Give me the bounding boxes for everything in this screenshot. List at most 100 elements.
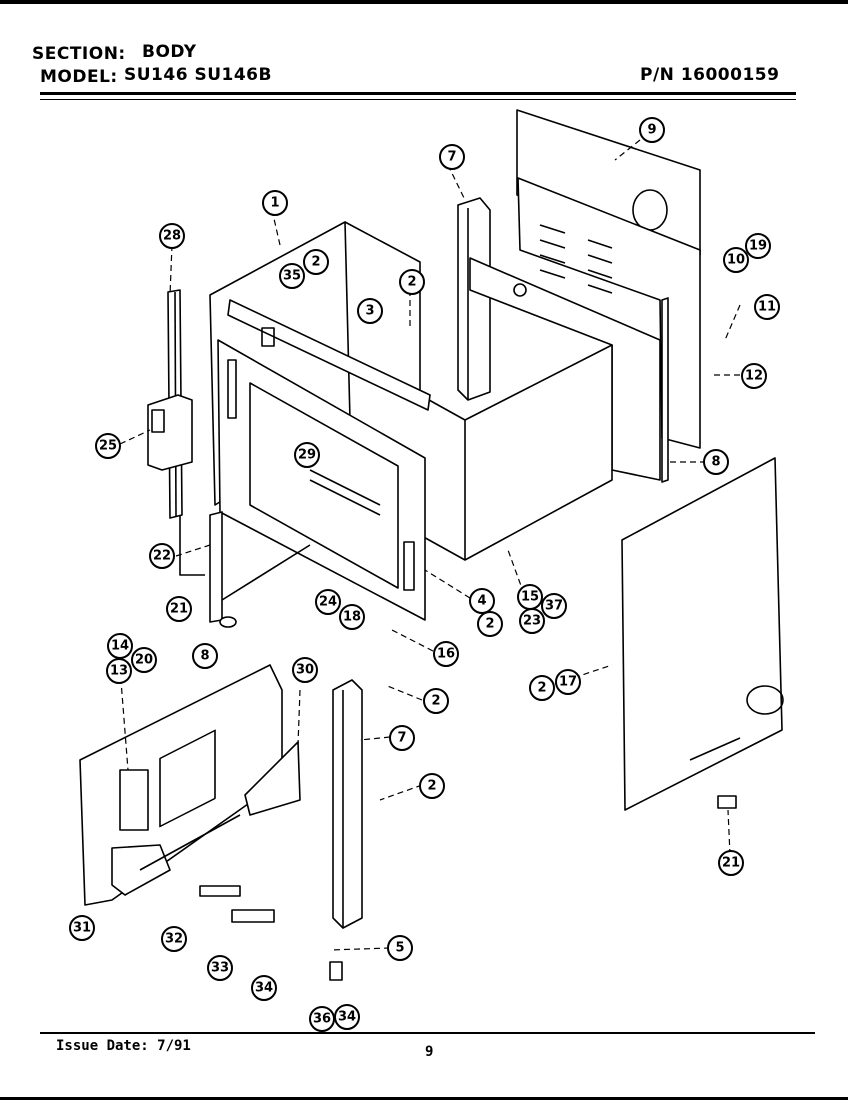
callout-circle [477,611,503,637]
callout-label: 31 [73,921,91,936]
callout-label: 37 [545,599,563,614]
callout-circle [357,298,383,324]
callout-circle [387,935,413,961]
page-number: 9 [425,1044,434,1060]
callout-label: 7 [397,731,406,746]
callout-label: 24 [319,595,337,610]
bracket-30 [244,741,301,816]
callout-circle [131,647,157,673]
trim-32 [199,885,241,897]
callout-label: 25 [99,439,117,454]
callout-circle [294,442,320,468]
model-label: MODEL: [40,67,118,87]
callout-circle [469,588,495,614]
callout-label: 2 [485,617,494,632]
header-rule-thick [40,92,796,95]
right-side-panel [621,457,784,811]
callout-label: 16 [437,647,455,662]
callout-label: 23 [523,614,541,629]
callout-label: 19 [749,239,767,254]
callout-label: 3 [365,304,374,319]
callout-circle [69,915,95,941]
callout-label: 34 [338,1010,356,1025]
callout-circle [741,363,767,389]
callout-label: 14 [111,639,129,654]
callout-label: 10 [727,253,745,268]
callout-label: 2 [311,255,320,270]
callout-label: 22 [153,549,171,564]
callout-circle [251,975,277,1001]
callout-circle [639,117,665,143]
callout-circle [399,269,425,295]
callout-label: 15 [521,590,539,605]
callout-circle [754,294,780,320]
callout-circle [389,725,415,751]
callout-circle [106,658,132,684]
top-border [0,0,848,4]
callout-label: 29 [298,448,316,463]
callout-label: 1 [270,196,279,211]
rear-side-panel [661,297,669,483]
callout-circle [149,543,175,569]
callout-circle [745,233,771,259]
callout-label: 2 [427,779,436,794]
callout-label: 13 [110,664,128,679]
callout-circle [279,263,305,289]
control-bracket [227,299,431,411]
callout-label: 17 [559,675,577,690]
callout-label: 35 [283,269,301,284]
callout-label: 30 [296,663,314,678]
rear-corner-post [457,197,491,401]
callout-circle [166,596,192,622]
callout-circle [718,850,744,876]
callout-circle [541,593,567,619]
issue-date: Issue Date: 7/91 [56,1038,191,1054]
callout-circle [519,608,545,634]
callout-label: 2 [407,275,416,290]
callout-circle [303,249,329,275]
left-side-panel [79,664,283,906]
callout-label: 20 [135,653,153,668]
callout-label: 12 [745,369,763,384]
callout-circle [95,433,121,459]
callout-circle [419,773,445,799]
callout-label: 32 [165,932,183,947]
part-number: P/N 16000159 [640,65,780,85]
callout-circle [423,688,449,714]
callout-label: 5 [395,941,404,956]
callout-label: 34 [255,981,273,996]
callout-circle [703,449,729,475]
callout-label: 4 [477,594,486,609]
callout-circle [723,247,749,273]
callout-label: 36 [313,1012,331,1027]
callout-group: 9 7 1 28 10 19 2 35 2 3 11 12 25 29 8 22… [69,117,780,1032]
control-box [147,394,193,471]
callout-circle [192,643,218,669]
callout-circle [159,223,185,249]
callout-label: 21 [722,856,740,871]
section-label: SECTION: [32,44,126,64]
callout-circle [529,675,555,701]
callout-circle [262,190,288,216]
front-corner-post [332,679,363,929]
model-value: SU146 SU146B [124,65,272,85]
front-face-frame [217,339,426,621]
callout-circle [107,633,133,659]
callout-label: 21 [170,602,188,617]
callout-circle [334,1004,360,1030]
callout-circle [292,657,318,683]
base-rail [111,814,241,896]
callout-circle [309,1006,335,1032]
section-value: BODY [142,42,197,62]
callout-circle [339,604,365,630]
footer-rule [40,1032,815,1034]
foot-21-left [219,616,237,628]
callout-label: 7 [447,150,456,165]
callout-label: 18 [343,610,361,625]
callout-label: 11 [758,300,776,315]
header-rule-thin [40,99,796,100]
callout-circle [439,144,465,170]
callout-label: 28 [163,229,181,244]
plate-33 [231,909,275,923]
